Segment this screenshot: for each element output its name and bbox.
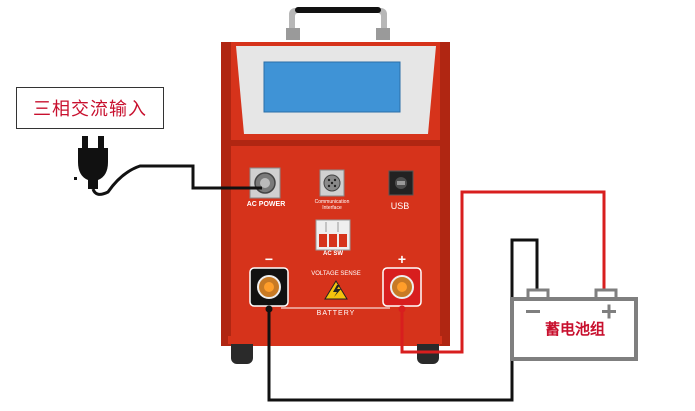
voltage-warning-icon bbox=[324, 280, 348, 300]
ac-power-label: AC POWER bbox=[246, 201, 286, 208]
ac-input-cable bbox=[91, 164, 262, 196]
battery-panel-label: BATTERY bbox=[316, 310, 356, 317]
device-handle bbox=[286, 7, 390, 40]
positive-cable bbox=[400, 190, 606, 354]
usb-port bbox=[388, 170, 414, 196]
communication-port bbox=[319, 169, 345, 197]
negative-terminal bbox=[249, 267, 289, 307]
voltage-sense-label: VOLTAGE SENSE bbox=[311, 271, 361, 277]
ac-switch-label: AC SW bbox=[323, 251, 343, 257]
battery-pack bbox=[510, 288, 638, 361]
positive-terminal bbox=[382, 267, 422, 307]
usb-label: USB bbox=[390, 201, 410, 211]
ac-power-port bbox=[249, 167, 281, 199]
positive-sign-label: + bbox=[397, 251, 407, 267]
power-plug-icon bbox=[74, 136, 108, 189]
battery-group-label: 蓄电池组 bbox=[544, 320, 605, 338]
three-phase-input-label: 三相交流输入 bbox=[16, 87, 164, 129]
communication-label: Communication Interface bbox=[314, 199, 350, 211]
device-screen bbox=[236, 46, 436, 134]
ac-switch bbox=[315, 219, 351, 251]
negative-sign-label: − bbox=[264, 251, 274, 267]
